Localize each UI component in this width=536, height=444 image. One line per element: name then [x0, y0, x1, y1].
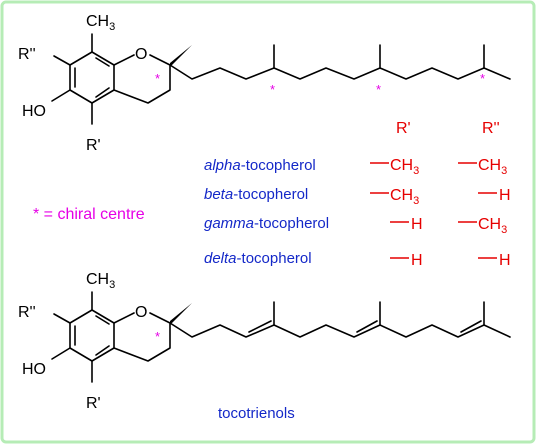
oxygen-label-2: O — [135, 304, 147, 321]
chain-double-bonds — [248, 320, 482, 333]
r2-value-alpha: CH3 — [478, 157, 507, 177]
methyl-label-2: CH3 — [86, 271, 115, 291]
compound-name-delta: delta-tocopherol — [204, 250, 312, 267]
chiral-centre-note: * = chiral centre — [33, 206, 145, 223]
r-double-prime-label-2: R'' — [18, 304, 36, 321]
r-double-prime-label: R'' — [18, 46, 36, 63]
aromatic-double-bonds — [74, 57, 110, 98]
r2-bond — [53, 55, 71, 66]
substituent-table: R' R'' alpha-tocopherol CH3 CH3 beta-toc… — [204, 120, 511, 269]
compound-name-alpha: alpha-tocopherol — [204, 157, 316, 174]
r2-value-beta: H — [499, 187, 511, 204]
hydroxyl-bond — [51, 89, 71, 102]
r-prime-label: R' — [86, 137, 101, 154]
hydroxyl-label-2: HO — [22, 361, 46, 378]
r1-value-beta: CH3 — [390, 187, 419, 207]
tocotrienols-label: tocotrienols — [218, 405, 295, 422]
hydroxyl-label: HO — [22, 103, 46, 120]
r1-value-gamma: H — [411, 216, 423, 233]
r1-value-delta: H — [411, 252, 423, 269]
stereo-wedge-2 — [170, 303, 192, 325]
phytyl-chain — [169, 64, 511, 80]
chiral-mark-ring: * — [155, 71, 160, 86]
oxygen-label: O — [135, 46, 147, 63]
chiral-mark-chain-2: * — [376, 82, 381, 97]
tocopherol-structure: CH3 O R'' HO R' * * * * — [18, 13, 511, 154]
compound-name-beta: beta-tocopherol — [204, 186, 308, 203]
isoprenoid-chain — [169, 322, 511, 338]
chiral-mark-ring-2: * — [155, 329, 160, 344]
chain-methyls-2 — [273, 301, 485, 326]
column-header-r1: R' — [396, 120, 411, 137]
r-prime-label-2: R' — [86, 395, 101, 412]
r2-value-delta: H — [499, 252, 511, 269]
compound-name-gamma: gamma-tocopherol — [204, 215, 329, 232]
pyran-ring-2 — [113, 312, 171, 362]
chiral-mark-chain-3: * — [480, 71, 485, 86]
pyran-ring — [113, 54, 171, 104]
r2-bond-2 — [53, 313, 71, 324]
hydroxyl-bond-2 — [51, 347, 71, 360]
chiral-mark-chain-1: * — [270, 82, 275, 97]
stereo-wedge — [170, 45, 192, 67]
aromatic-double-bonds-2 — [74, 315, 110, 356]
r2-value-gamma: CH3 — [478, 216, 507, 236]
column-header-r2: R'' — [482, 120, 500, 137]
methyl-label: CH3 — [86, 13, 115, 33]
tocotrienol-structure: CH3 O R'' HO R' * — [18, 271, 511, 412]
chain-methyls — [273, 44, 485, 69]
r1-value-alpha: CH3 — [390, 157, 419, 177]
